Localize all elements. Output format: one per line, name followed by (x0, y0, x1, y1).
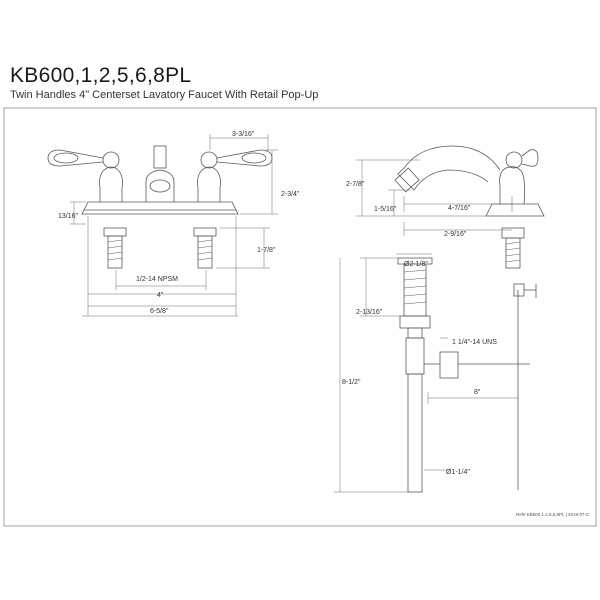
front-dimensions (70, 134, 278, 317)
right-handle-body (197, 166, 221, 202)
right-handle-cap (200, 151, 218, 169)
side-nut (501, 227, 525, 239)
dim-handle-spread: 3-3/16" (232, 131, 255, 138)
aerator (149, 179, 171, 193)
dim-flange-diameter: Ø2-1/8" (404, 261, 428, 268)
dim-spout-to-center: 2-9/16" (444, 231, 467, 238)
side-body (499, 166, 526, 205)
drain-flange (397, 257, 433, 265)
left-handle-cap (102, 151, 120, 169)
faucet-base (81, 201, 239, 215)
dim-base-thickness: 13/16" (58, 213, 79, 220)
dim-drain-thread: 1 1/4"-14 UNS (452, 339, 497, 346)
side-dimensions (356, 159, 513, 236)
popup-rod (153, 145, 167, 169)
dim-centers: 4" (157, 292, 164, 299)
dim-lift-rod: 8" (474, 389, 481, 396)
center-spout (145, 169, 175, 202)
left-handle-lever (47, 149, 104, 167)
right-nut (193, 227, 217, 237)
side-base (485, 203, 545, 217)
side-shank (505, 237, 521, 269)
spout (397, 145, 501, 191)
left-handle-body (99, 166, 123, 202)
drain-view (397, 257, 537, 493)
lift-rod-clip (513, 283, 525, 297)
drain-housing (405, 337, 425, 375)
model-number: KB600,1,2,5,6,8PL (10, 64, 192, 87)
drain-dimensions (334, 253, 518, 493)
product-description: Twin Handles 4" Centerset Lavatory Fauce… (10, 89, 319, 101)
drawing-reference: Ref# KB600,1,2,5,6,8PL | 2019-07-C (516, 512, 590, 517)
drain-washer (407, 327, 423, 339)
dim-spout-reach: 4-7/16" (448, 205, 471, 212)
front-view (47, 145, 273, 269)
dim-thread: 1/2-14 NPSM (136, 276, 178, 283)
dim-tailpiece-diameter: Ø1-1/4" (446, 469, 470, 476)
side-view (394, 145, 545, 269)
left-nut (103, 227, 127, 237)
side-lever (521, 149, 539, 167)
side-handle-cap (505, 151, 523, 169)
drawing-frame (3, 107, 597, 527)
dim-shank-length: 1-7/8" (257, 247, 276, 254)
right-handle-lever (216, 149, 273, 167)
dim-base-width: 6-5/8" (150, 308, 169, 315)
dim-height: 2-3/4" (281, 191, 300, 198)
spout-tip (394, 167, 420, 193)
dim-spout-height: 2-7/8" (346, 181, 365, 188)
tailpiece (407, 373, 423, 493)
dim-total-height: 8-1/2" (342, 379, 361, 386)
drain-nut (399, 315, 431, 329)
dim-spout-clearance: 1-5/16" (374, 206, 397, 213)
pivot-nut (439, 351, 459, 379)
dim-flange-height: 2-13/16" (356, 309, 383, 316)
